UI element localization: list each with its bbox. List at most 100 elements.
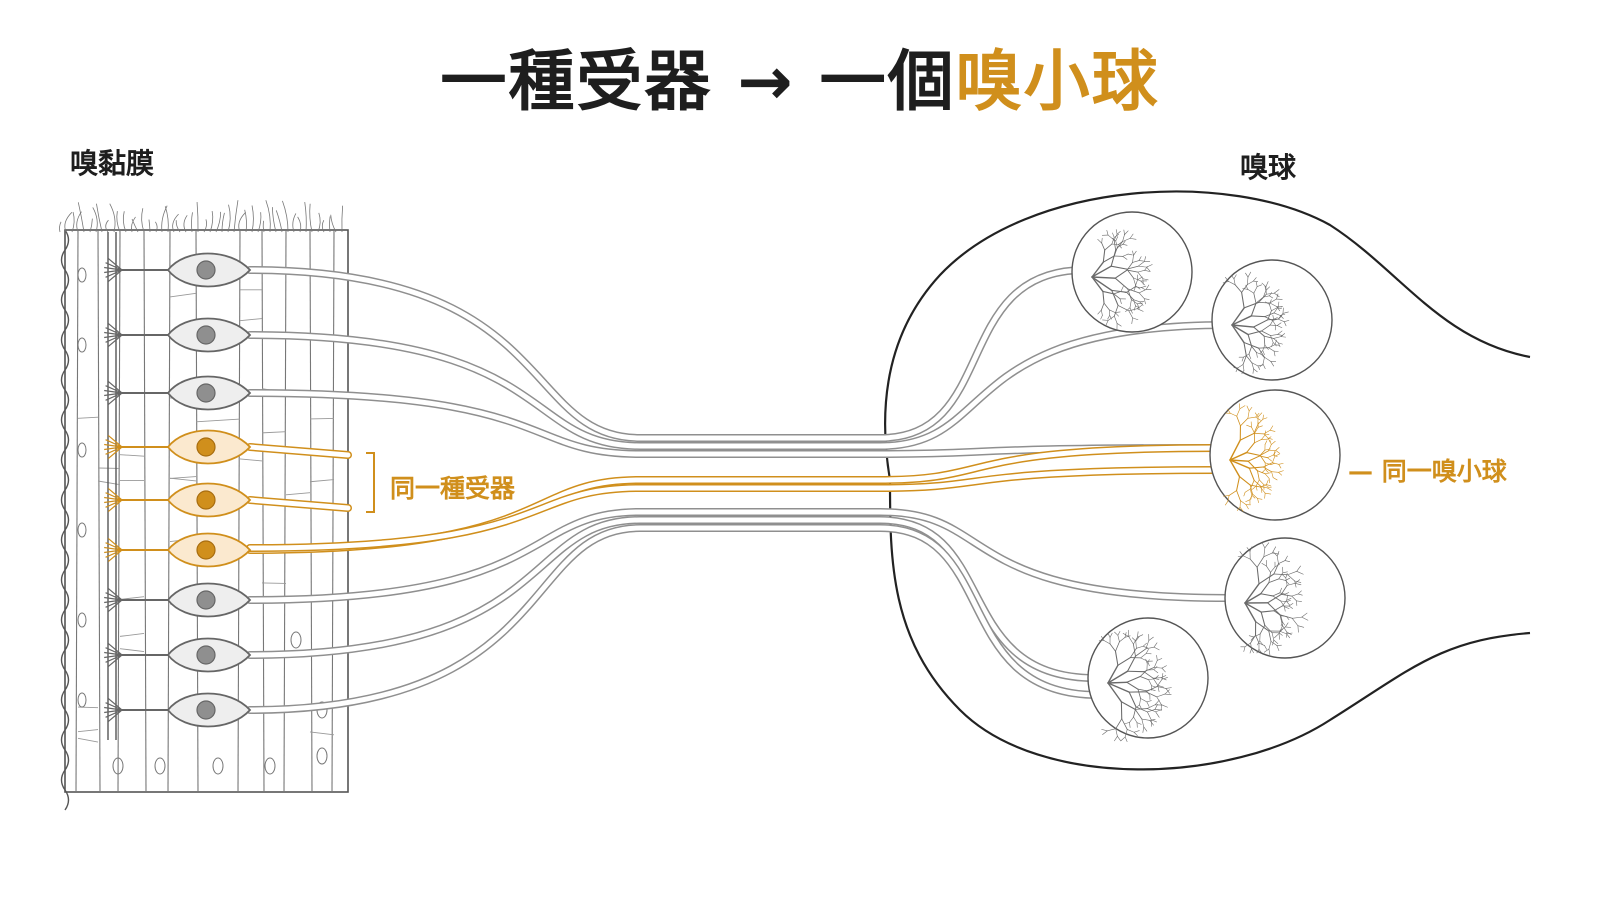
dendrite-branch <box>1263 547 1266 557</box>
dendrite-branch <box>1276 325 1283 329</box>
dendrite-branch <box>1124 230 1129 235</box>
cell-division-line <box>239 458 263 462</box>
dendrite-branch <box>1284 606 1286 612</box>
dendrite-branch <box>1274 633 1280 639</box>
dendrite-branch <box>1286 594 1289 601</box>
dendrite-branch <box>1274 339 1277 346</box>
receptor-neuron <box>104 375 252 411</box>
support-cell-nucleus <box>77 612 87 628</box>
cilium <box>131 218 139 233</box>
neuron-cilium <box>107 549 123 563</box>
dendrite-branch <box>1259 449 1266 457</box>
basal-cell-nucleus <box>264 757 276 775</box>
dendrite-branch <box>1262 462 1273 468</box>
dendrite-branch <box>1249 488 1253 496</box>
dendrite-branch <box>1254 427 1259 434</box>
axon-inner <box>247 525 1101 713</box>
dendrite-branch <box>1263 648 1270 653</box>
same-receptor-label: 同一種受器 <box>390 474 516 503</box>
dendrite-branch <box>1154 678 1160 680</box>
dendrite-branch <box>1101 242 1106 251</box>
dendrite-branch <box>1126 291 1134 301</box>
dendrite-branch <box>1245 284 1249 290</box>
dendrite-branch <box>1107 664 1119 684</box>
dendrite-branch <box>1265 301 1270 305</box>
dendrite-branch <box>1133 731 1138 737</box>
dendrite-branch <box>1146 704 1156 709</box>
axon-outer <box>246 444 1222 554</box>
dendrite-branch <box>1242 555 1251 560</box>
dendrite-branch <box>1225 500 1229 506</box>
dendrite-branch <box>1285 622 1289 628</box>
dendrite-branch <box>1103 640 1111 645</box>
dendrite-branch <box>1148 678 1156 681</box>
dendrite-branch <box>1102 290 1105 304</box>
dendrite-branch <box>1251 345 1257 353</box>
dendrite-branch <box>1125 307 1131 312</box>
dendrite-branch <box>1268 630 1272 642</box>
dendrite-branch <box>1286 633 1291 639</box>
dendrite-branch <box>1264 473 1270 479</box>
dendrite-branch <box>1269 318 1274 326</box>
dendrite-branch <box>1137 688 1147 692</box>
neuron-cilium <box>105 592 123 601</box>
dendrite-branch <box>1143 298 1146 305</box>
dendrite-branch <box>1233 278 1236 286</box>
bulb-label: 嗅球 <box>1240 151 1297 184</box>
dendrite-branch <box>1278 470 1284 473</box>
dendrite-branch <box>1287 571 1298 576</box>
dendrite-branch <box>1126 269 1139 273</box>
dendrite-branch <box>1147 709 1156 713</box>
dendrite-branch <box>1101 729 1108 732</box>
dendrite-branch <box>1124 729 1128 738</box>
cell-division-line <box>119 454 145 457</box>
dendrite-branch <box>1251 648 1254 654</box>
cell-division-line <box>261 431 287 434</box>
cilium <box>92 207 98 233</box>
dendrite-branch <box>1269 298 1277 304</box>
dendrite-branch <box>1107 315 1110 320</box>
dendrite-branch <box>1138 256 1142 261</box>
dendrite-branch <box>1259 450 1269 456</box>
cilium <box>89 218 93 233</box>
dendrite-branch <box>1284 592 1290 595</box>
dendrite-branch <box>1135 706 1148 713</box>
dendrite-branch <box>1277 334 1283 336</box>
dendrite-branch <box>1263 290 1267 298</box>
dendrite-branch <box>1266 484 1272 487</box>
dendrite-branch <box>1102 290 1115 295</box>
axon-gray <box>246 524 1102 714</box>
dendrite-branch <box>1137 269 1145 273</box>
dendrite-branch <box>1156 658 1163 661</box>
dendrite-branch <box>1097 309 1102 315</box>
dendrite-branch <box>1161 665 1167 669</box>
dendrite-branch <box>1280 621 1283 627</box>
dendrite-branch <box>1255 296 1264 304</box>
dendrite-branch <box>1156 686 1167 689</box>
dendrite-branch <box>1260 611 1266 626</box>
neuron-cilium <box>104 443 123 448</box>
dendrite-branch <box>1148 679 1152 687</box>
dendrite-branch <box>1301 612 1308 618</box>
neuron-cilium <box>107 697 123 711</box>
dendrite-branch <box>1242 364 1245 371</box>
receptor-neuron <box>104 317 252 353</box>
cilium <box>196 202 199 233</box>
dendrite-branch <box>1132 250 1134 256</box>
dendrite-branch <box>1250 642 1252 650</box>
dendrite-branch <box>1285 577 1288 586</box>
cilium <box>96 203 103 233</box>
dendrite-branch <box>1268 478 1271 484</box>
dendrite-branch <box>1276 551 1280 557</box>
dendrite-branch <box>1122 253 1129 257</box>
neuron-nucleus <box>196 700 216 720</box>
dendrite-branch <box>1140 653 1147 659</box>
dendrite-branch <box>1264 285 1267 291</box>
cilium <box>116 211 121 233</box>
neuron-cilium <box>104 499 123 504</box>
dendrite-branch <box>1272 314 1274 320</box>
dendrite-branch <box>1264 645 1267 650</box>
dendrite-branch <box>1249 493 1253 500</box>
neuron-cilium <box>107 709 123 723</box>
dendrite-branch <box>1161 667 1166 673</box>
